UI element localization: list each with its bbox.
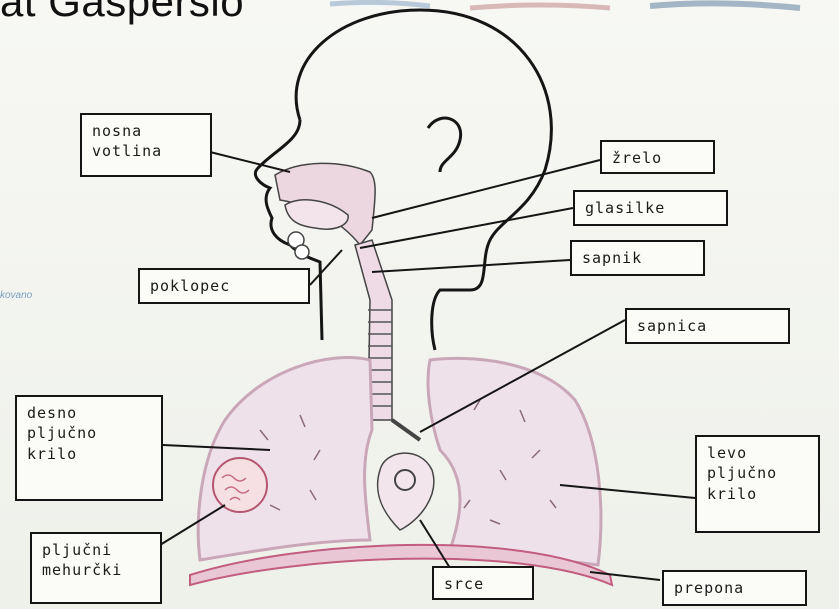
- ear-outline: [428, 118, 461, 172]
- alveoli-detail: [213, 458, 267, 512]
- left-lung: [428, 358, 601, 565]
- face-profile: [255, 120, 322, 340]
- label-prepona: prepona: [662, 570, 807, 606]
- label-poklopec: poklopec: [138, 268, 310, 304]
- label-zrelo: žrelo: [600, 140, 715, 174]
- heart: [378, 453, 434, 530]
- label-pljucni-mehurcki: pljučni mehurčki: [30, 532, 162, 604]
- label-desno-pljucno-krilo: desno pljučno krilo: [15, 395, 163, 501]
- label-sapnica: sapnica: [625, 308, 790, 344]
- label-glasilke: glasilke: [573, 190, 728, 226]
- label-srce: srce: [432, 566, 534, 600]
- label-levo-pljucno-krilo: levo pljučno krilo: [695, 435, 820, 533]
- marker-scribbles: [330, 2, 800, 8]
- right-lung: [198, 358, 372, 561]
- label-sapnik: sapnik: [570, 240, 705, 276]
- label-nosna-votlina: nosna votlina: [80, 113, 212, 177]
